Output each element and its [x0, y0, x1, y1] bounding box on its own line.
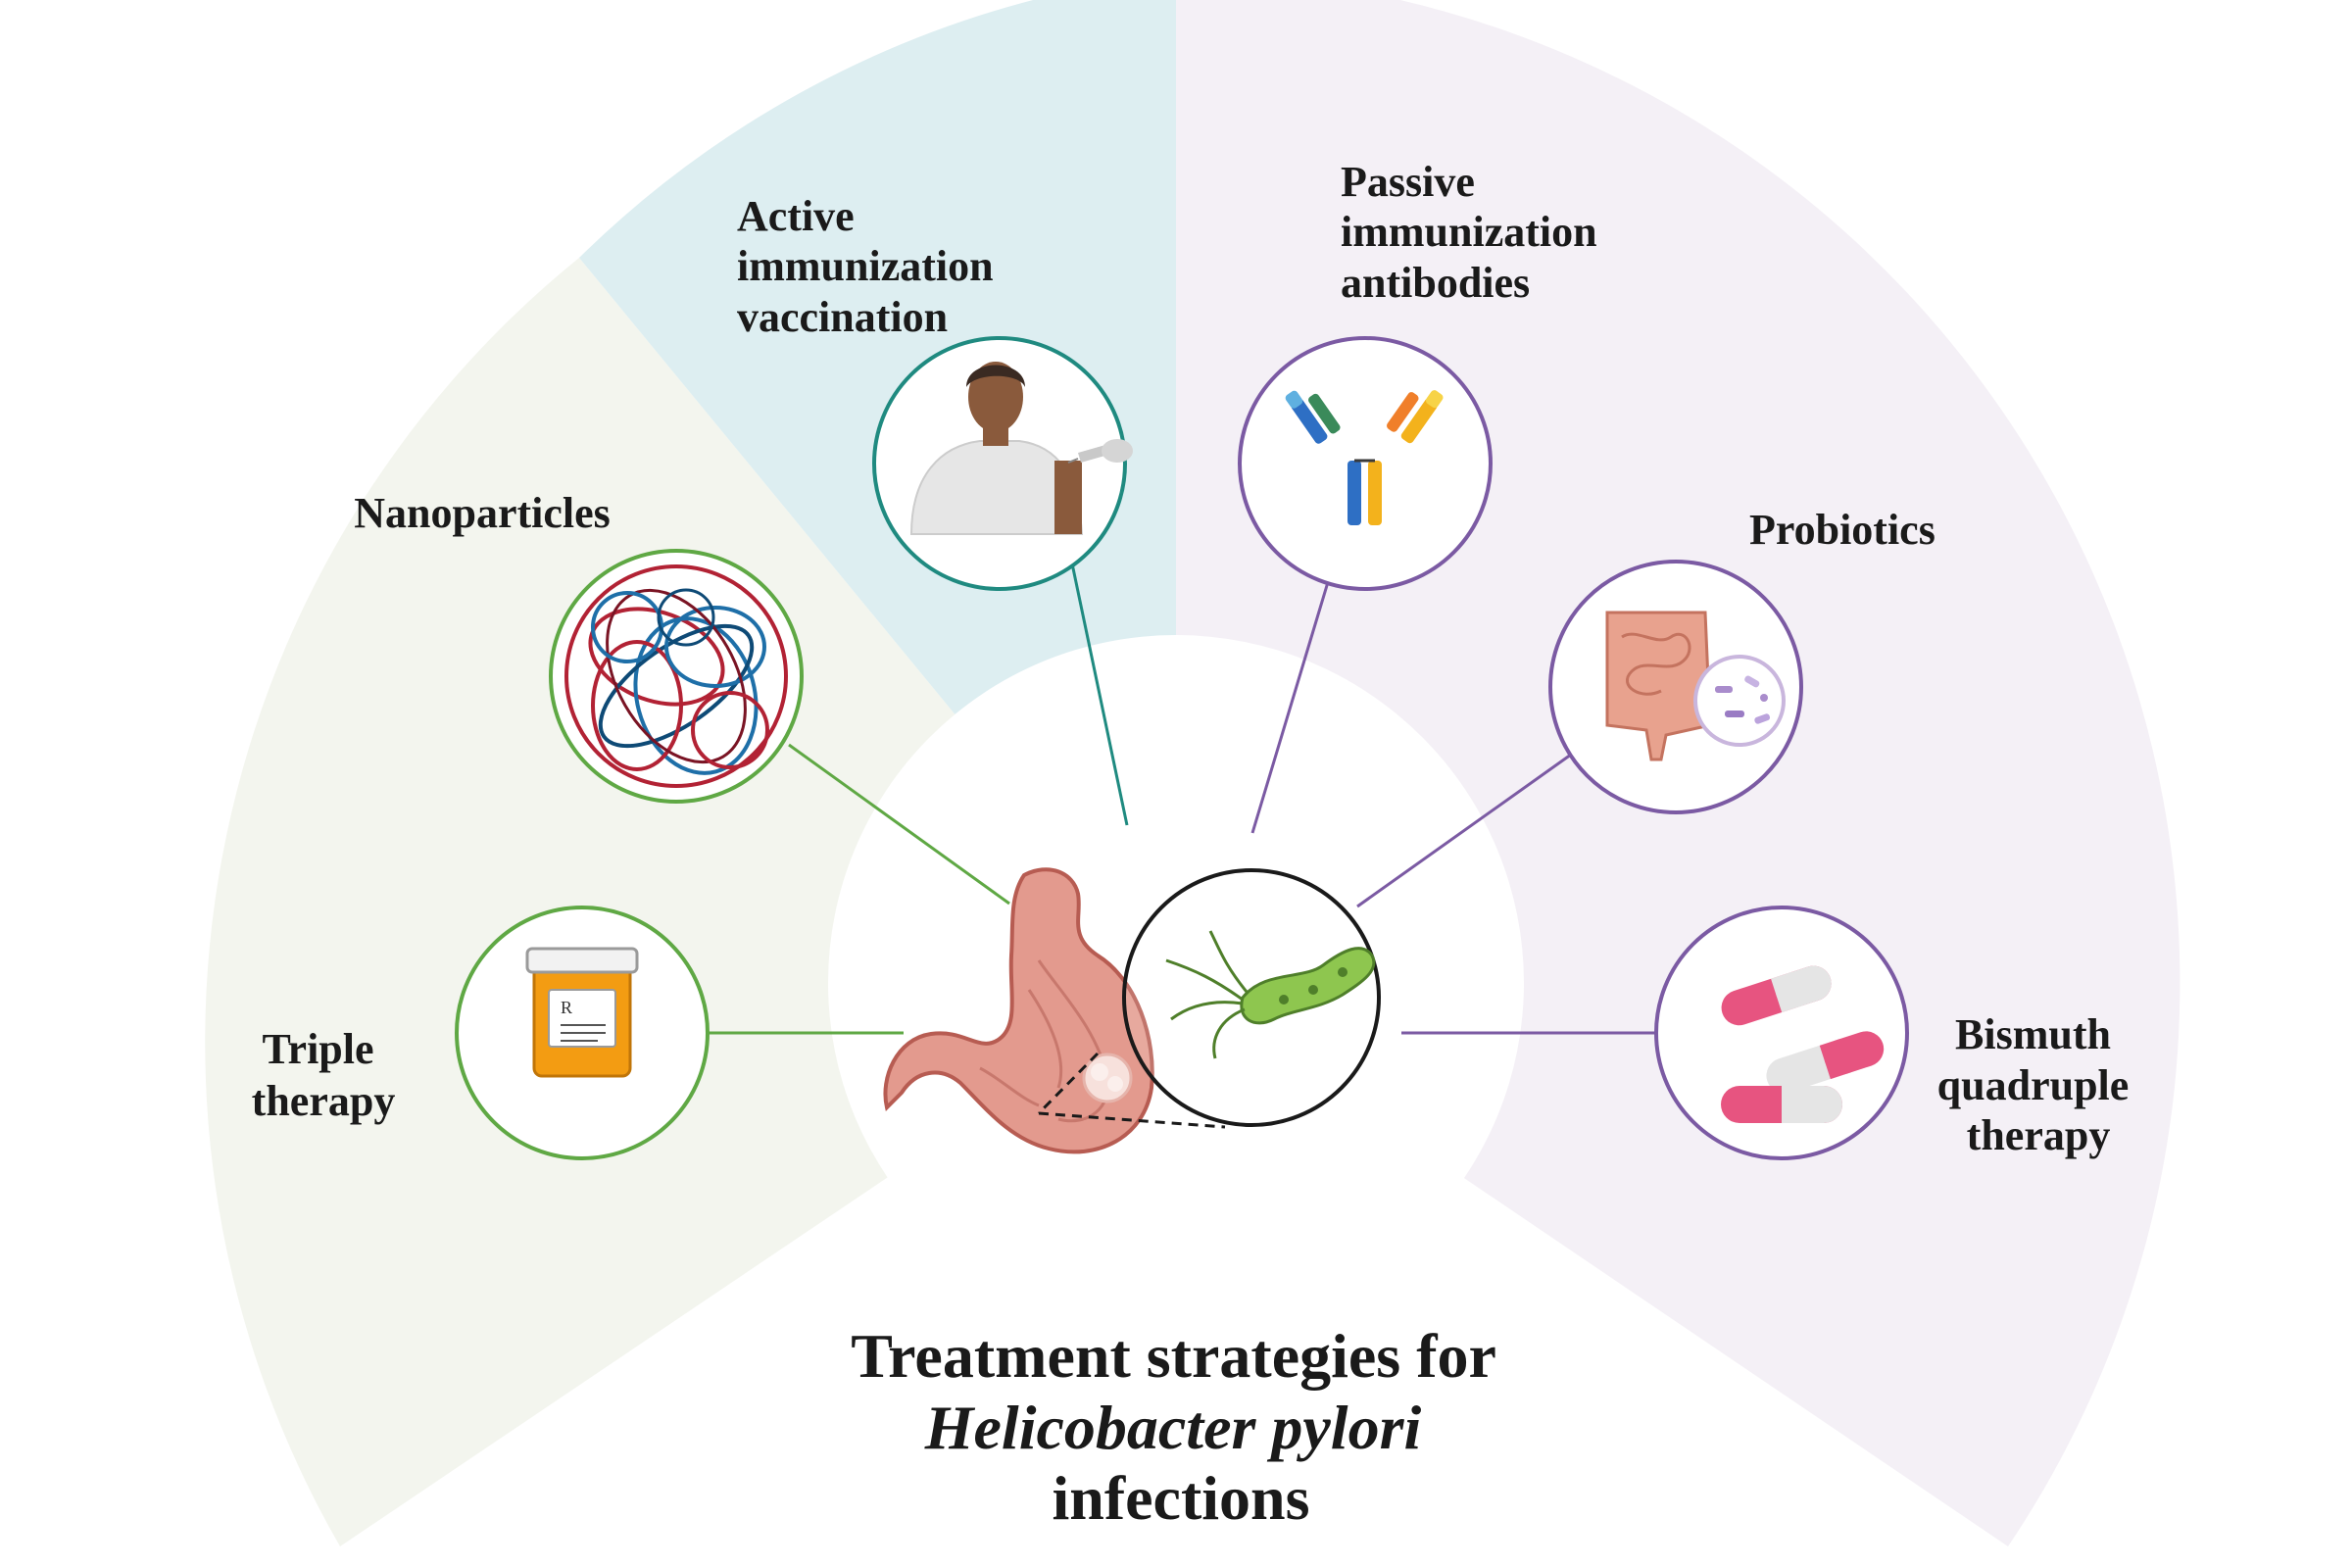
center-disc: [828, 635, 1524, 1331]
bacteria-zoom-icon: [1693, 655, 1786, 747]
label-passive-immunization: Passive immunization antibodies: [1341, 158, 1608, 307]
connector-active-immunization: [1066, 544, 1129, 826]
antibody-icon: [1285, 390, 1444, 525]
label-triple-therapy: Triple therapy: [252, 1025, 396, 1125]
label-probiotics: Probiotics: [1749, 506, 1936, 554]
intestine-probiotics-icon: [1605, 611, 1786, 761]
zoom-line-upper: [1037, 1052, 1100, 1115]
pill-bottle-icon: R: [525, 947, 639, 1078]
label-bismuth-therapy: Bismuth quadruple therapy: [1937, 1010, 2140, 1159]
diagram-title: Treatment strategies for Helicobacter py…: [851, 1321, 1511, 1533]
passive-immunization-node: [1238, 336, 1493, 591]
zoom-line-lower: [1038, 1111, 1226, 1129]
bismuth-therapy-node: [1654, 906, 1909, 1160]
stomach-icon: [883, 867, 1154, 1154]
connector-passive-immunization: [1250, 581, 1330, 834]
capsules-icon: [1721, 965, 1885, 1123]
nanoparticle-icon: [564, 564, 788, 788]
connector-probiotics: [1356, 748, 1579, 908]
h-pylori-bacterium-icon: [1165, 930, 1376, 1059]
label-nanoparticles: Nanoparticles: [354, 489, 611, 537]
rx-symbol: R: [561, 998, 572, 1017]
sector-green: [205, 258, 1176, 1546]
vaccination-person-icon: [909, 362, 1133, 535]
label-active-immunization: Active immunization vaccination: [737, 192, 1004, 341]
ulcer-icon: [1082, 1053, 1133, 1103]
connector-nanoparticles: [788, 743, 1010, 906]
